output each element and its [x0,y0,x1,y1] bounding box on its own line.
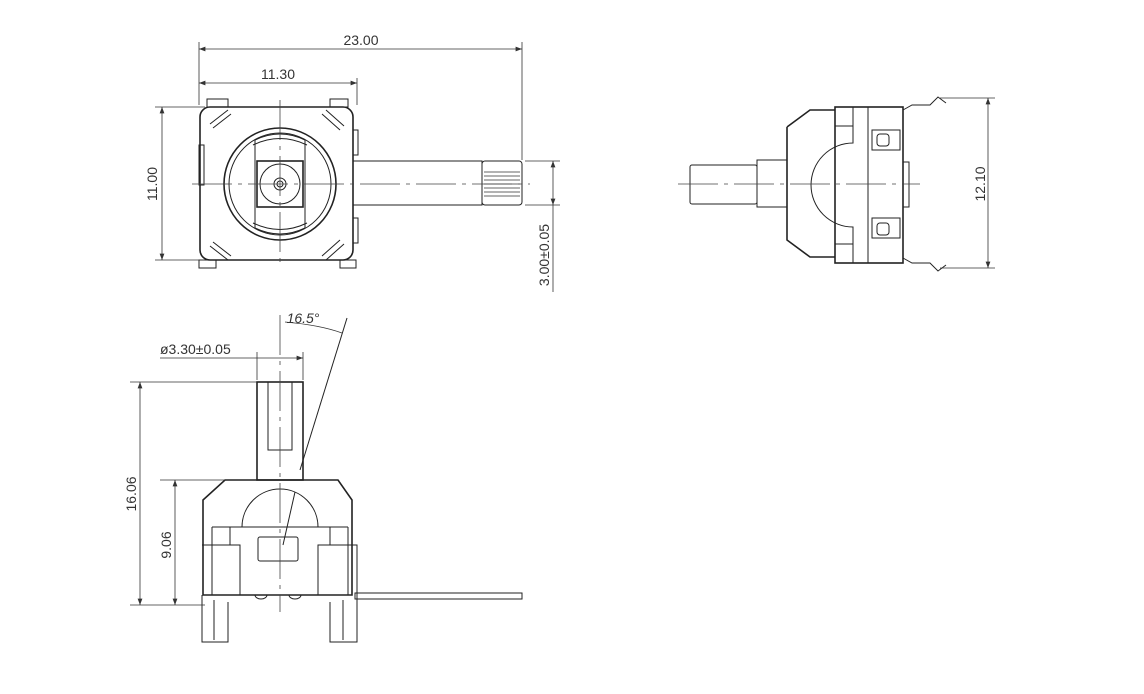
dim-tilt-angle: 16.5° [287,310,320,326]
side-view: 12.10 [678,96,995,272]
dim-total-height: 12.10 [972,166,988,201]
body-outline [199,106,354,261]
knurl [481,160,523,206]
dim-shaft-offset: 3.00±0.05 [536,224,552,286]
top-view: 23.00 11.30 11.00 3.00±0.05 [144,32,560,292]
dim-overall-length: 23.00 [343,32,378,48]
lead-plate [354,592,523,600]
side-shaft [689,164,758,205]
front-slot [257,536,299,562]
front-view: 16.5° ø3.30±0.05 16.06 9.06 [123,310,523,643]
dim-body-height: 9.06 [158,531,174,558]
side-body [786,109,835,258]
dim-body-height: 11.00 [144,167,160,201]
shaft [352,160,483,206]
front-body [202,479,353,596]
dim-shaft-diameter: ø3.30±0.05 [160,341,231,357]
dim-overall-height: 16.06 [123,476,139,511]
dim-body-width: 11.30 [261,66,295,82]
